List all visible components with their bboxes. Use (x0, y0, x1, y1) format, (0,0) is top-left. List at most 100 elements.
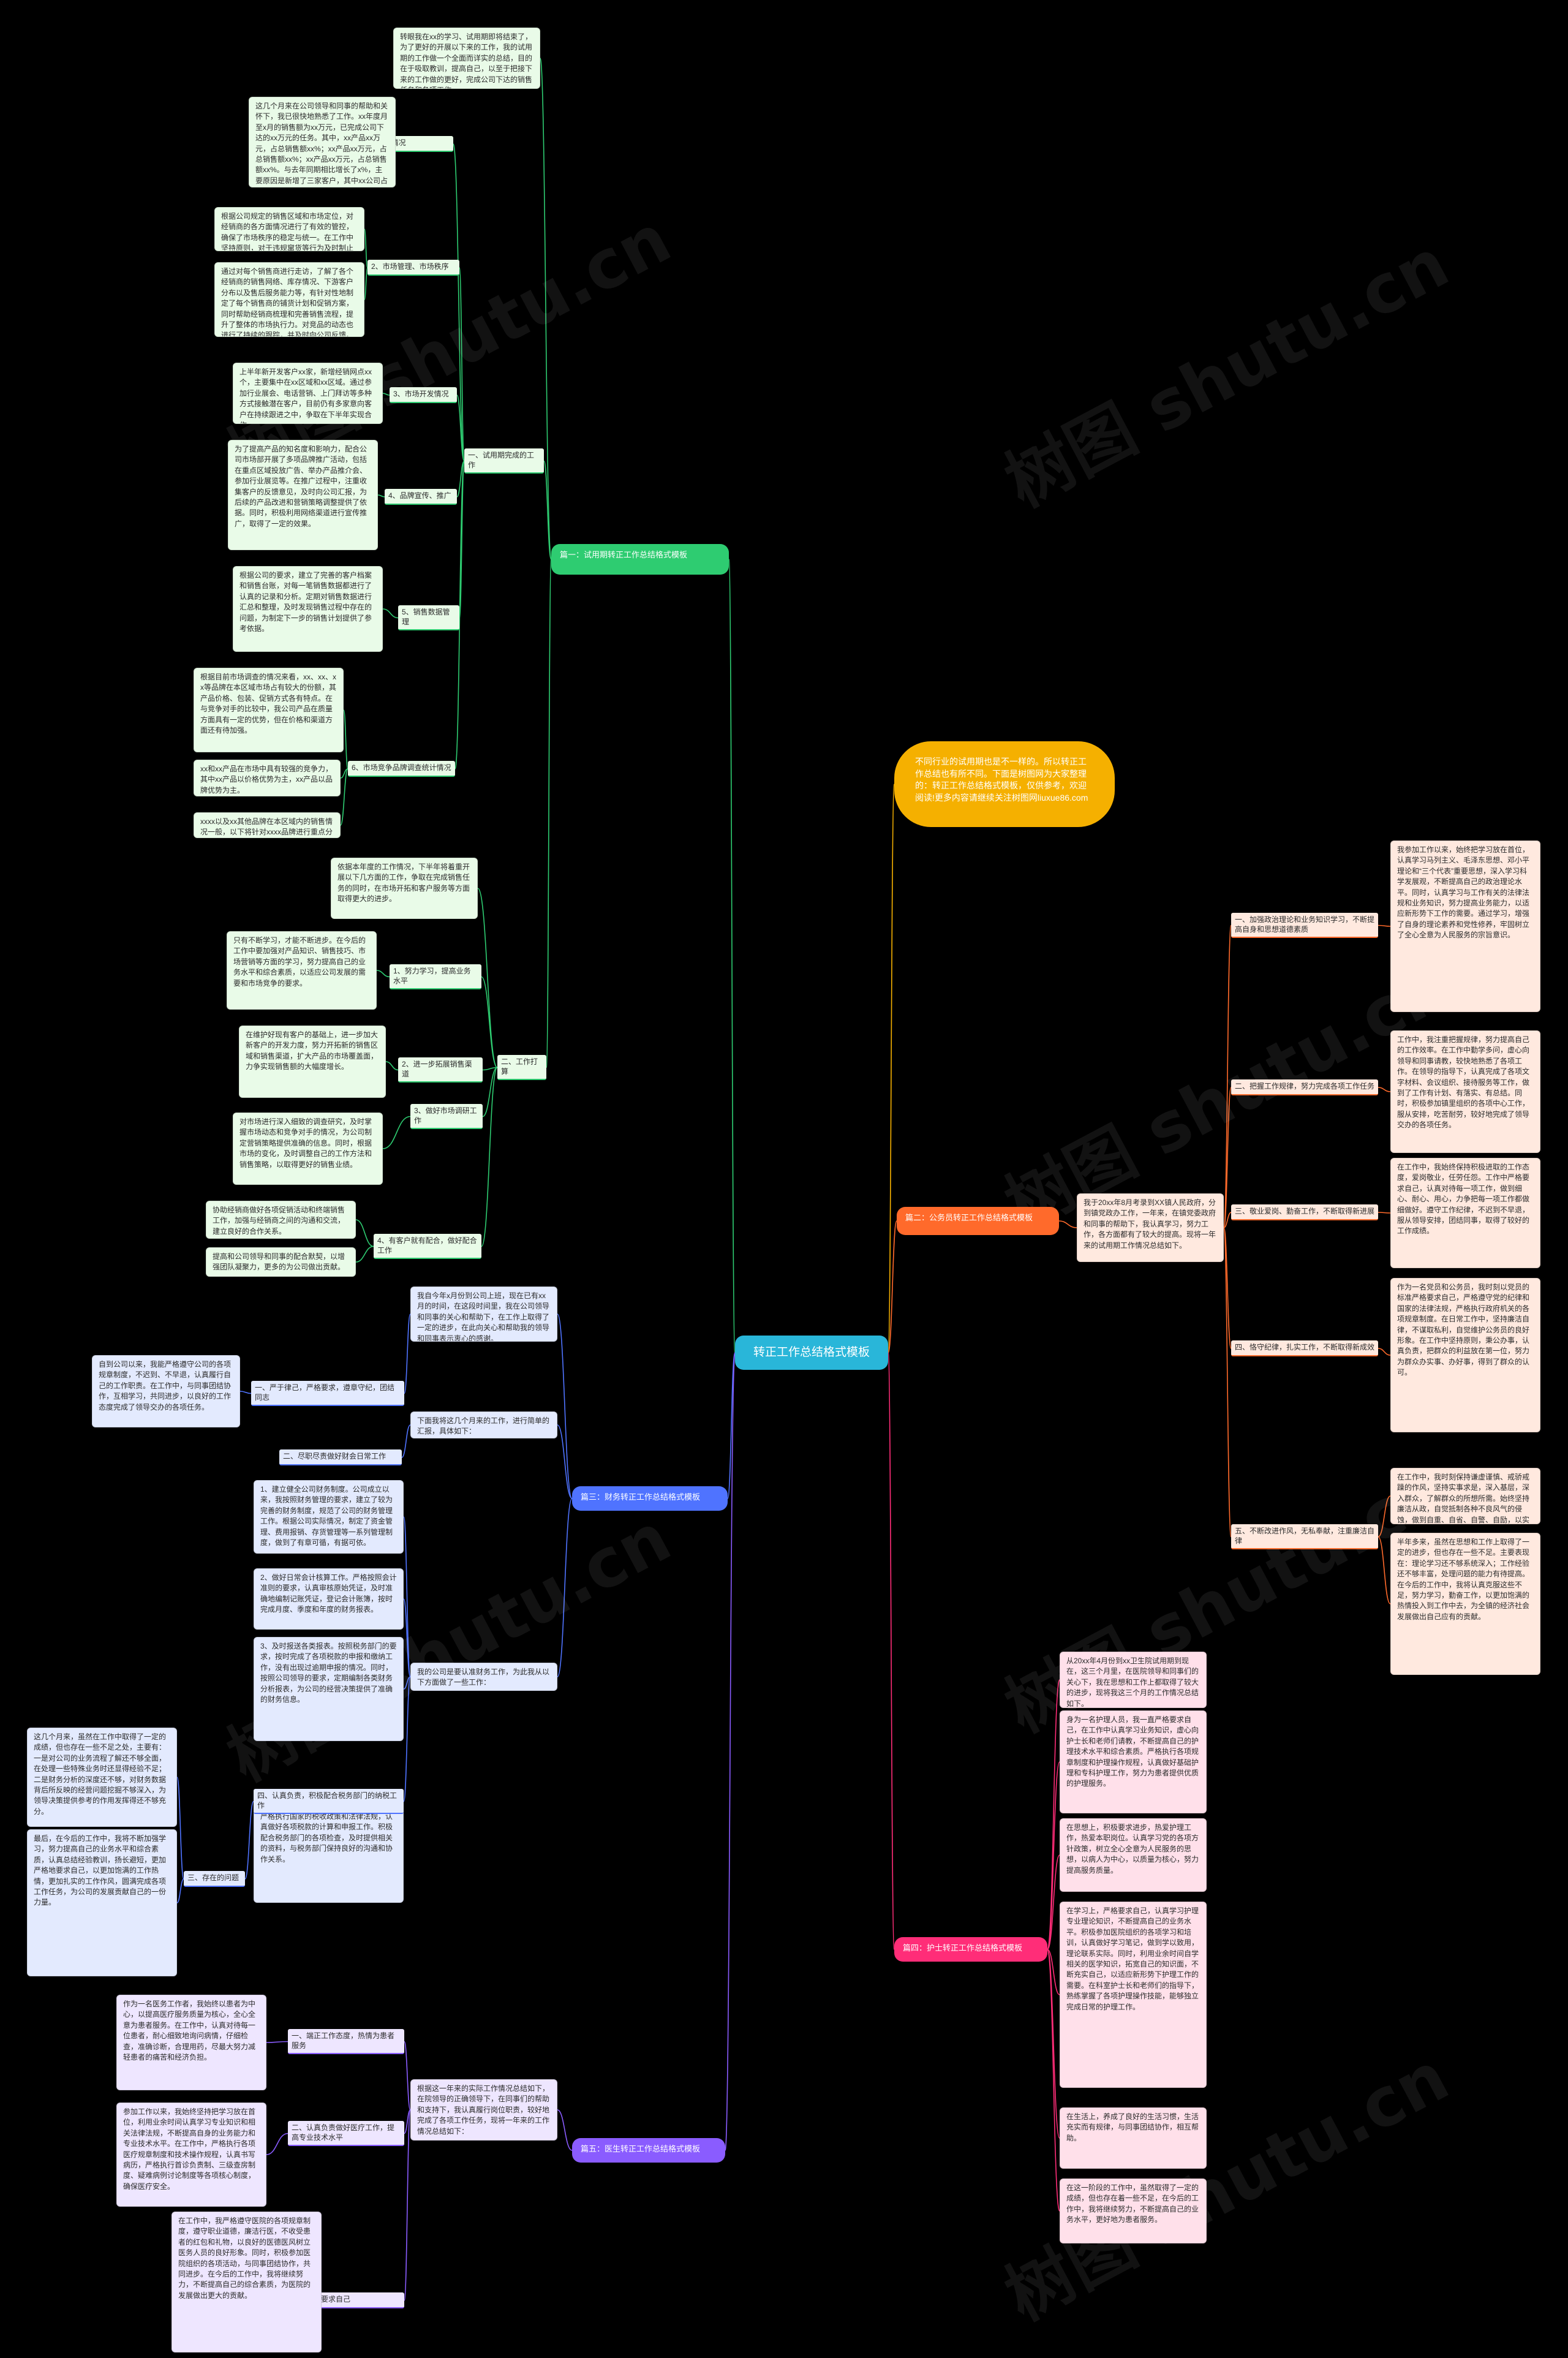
b3-leaf-problems-b: 最后，在今后的工作中，我将不断加强学习，努力提高自己的业务水平和综合素质，认真总… (27, 1829, 177, 1976)
b1-sub-channels[interactable]: 2、进一步拓展销售渠道 (398, 1057, 483, 1083)
intro-callout: 不同行业的试用期也是不一样的。所以转正工作总结也有所不同。下面是树图网为大家整理… (894, 741, 1115, 827)
b2-sub-dedication[interactable]: 三、敬业爱岗、勤奋工作，不断取得新进展 (1231, 1204, 1378, 1220)
b3-intro-leaf: 我自今年x月份到公司上班，现在已有xx月的时间，在这段时间里，我在公司领导和同事… (410, 1287, 557, 1342)
connector-b2-sub-study-to-b2-leaf-study (1378, 924, 1391, 927)
connector-b2-sub-discipline-to-b2-leaf-discipline (1378, 1348, 1391, 1356)
connector-branch-1-title-to-b1-mid-plans (546, 559, 552, 1068)
b1-sub-cooperation[interactable]: 4、有客户就有配合，做好配合工作 (374, 1234, 481, 1260)
b2-leaf-integrity-a: 在工作中，我时刻保持谦虚谨慎、戒骄戒躁的作风，坚持实事求是，深入基层，深入群众，… (1390, 1468, 1540, 1524)
b3-leaf-reports: 3、及时报送各类报表。按照税务部门的要求，按时完成了各项税款的申报和缴纳工作，没… (254, 1637, 404, 1741)
connector-b1-sub-market-mgmt-to-b1-leaf-market-mgmt-b (364, 267, 368, 300)
connector-b3-tail-leaf-to-b3-leaf-finance-system (403, 1516, 411, 1677)
connector-b1-sub-research-to-b1-leaf-research (382, 1116, 411, 1149)
b1-leaf-sales: 这几个月来在公司领导和同事的帮助和关怀下，我已很快地熟悉了工作。xx年度月至x月… (249, 97, 396, 187)
b1-sub-sales-data[interactable]: 5、销售数据管理 (398, 605, 459, 631)
b3-leaf-finance-system: 1、建立健全公司财务制度。公司成立以来，我按照财务管理的要求，建立了较为完善的财… (254, 1480, 404, 1554)
b4-leaf-practice: 身为一名护理人员，我一直严格要求自己，在工作中认真学习业务知识，虚心向护士长和老… (1060, 1710, 1207, 1813)
b1-sub-competitor[interactable]: 6、市场竞争品牌调查统计情况 (348, 761, 455, 777)
b1-sub-study[interactable]: 1、努力学习，提高业务水平 (390, 964, 481, 990)
b2-intro-leaf: 我于20xx年8月考录到XX镇人民政府，分到镇党政办工作，一年来，在镇党委政府和… (1077, 1193, 1224, 1262)
branch-2-title[interactable]: 篇二：公务员转正工作总结格式模板 (897, 1207, 1059, 1235)
b3-sub-daily-work[interactable]: 二、尽职尽责做好财会日常工作 (279, 1449, 402, 1465)
b3-sub-tax[interactable]: 四、认真负责，积极配合税务部门的纳税工作 (254, 1789, 404, 1815)
b1-mid-completed-work[interactable]: 一、试用期完成的工作 (464, 448, 544, 474)
b5-sub-skill[interactable]: 二、认真负责做好医疗工作，提高专业技术水平 (288, 2121, 404, 2147)
connector-branch-1-title-to-b1-mid-completed-work (543, 460, 552, 560)
connector-branch-4-title-to-b4-leaf-practice (1047, 1761, 1060, 1950)
b3-leaf-mid-report: 下面我将这几个月来的工作，进行简单的汇报，具体如下： (410, 1411, 557, 1438)
connector-b1-mid-completed-work-to-b1-sub-brand (456, 460, 465, 497)
b2-leaf-study: 我参加工作以来，始终把学习放在首位，认真学习马列主义、毛泽东思想、邓小平理论和“… (1390, 841, 1540, 1012)
b5-leaf-self-discipline: 在工作中，我严格遵守医院的各项规章制度，遵守职业道德，廉洁行医，不收受患者的红包… (172, 2212, 322, 2352)
b4-leaf-summary: 在这一阶段的工作中，虽然取得了一定的成绩，但也存在着一些不足，在今后的工作中，我… (1060, 2179, 1207, 2243)
connector-b1-sub-brand-to-b1-leaf-brand (377, 494, 385, 497)
b5-intro-leaf: 根据这一年来的实际工作情况总结如下，在院领导的正确领导下，在同事们的帮助和支持下… (410, 2079, 557, 2141)
b1-leaf-research: 对市场进行深入细致的调查研究，及时掌握市场动态和竞争对手的情况，为公司制定营销策… (233, 1113, 383, 1185)
b1-leaf-cooperation-a: 协助经销商做好各项促销活动和终端销售工作，加强与经销商之间的沟通和交流，建立良好… (206, 1201, 356, 1239)
b1-leaf-market-mgmt-b: 通过对每个销售商进行走访，了解了各个经销商的销售网络、库存情况、下游客户分布以及… (214, 262, 364, 337)
b1-leaf-market-dev: 上半年新开发客户xx家，新增经销网点xx个，主要集中在xx区域和xx区域。通过参… (233, 363, 383, 424)
b2-sub-discipline[interactable]: 四、恪守纪律，扎实工作，不断取得新成效 (1231, 1340, 1378, 1356)
connector-root-node-to-branch-2-title (888, 1220, 897, 1353)
branch-4-title[interactable]: 篇四：护士转正工作总结格式模板 (894, 1937, 1047, 1962)
connector-b5-intro-leaf-to-b5-sub-self-discipline (404, 2109, 411, 2301)
b1-sub-brand[interactable]: 4、品牌宣传、推广 (385, 489, 457, 505)
b5-sub-attitude[interactable]: 一、端正工作态度，热情为患者服务 (288, 2029, 404, 2055)
connector-b1-mid-completed-work-to-b1-sub-sales (453, 143, 465, 462)
b2-sub-work-rules[interactable]: 二、把握工作规律，努力完成各项工作任务 (1231, 1079, 1378, 1095)
b5-leaf-attitude: 作为一名医务工作者，我始终以患者为中心，以提高医疗服务质量为核心，全心全意为患者… (116, 1995, 266, 2090)
b1-leaf-plans-intro: 依据本年度的工作情况，下半年将着重开展以下几方面的工作，争取在完成销售任务的同时… (331, 858, 478, 919)
b1-sub-market-mgmt[interactable]: 2、市场管理、市场秩序 (368, 260, 459, 276)
connector-b2-intro-leaf-to-b2-sub-dedication (1223, 1212, 1232, 1228)
b1-sub-research[interactable]: 3、做好市场调研工作 (410, 1104, 483, 1130)
connector-branch-4-title-to-b4-leaf-life (1047, 1949, 1060, 2139)
connector-b5-sub-skill-to-b5-leaf-skill (266, 2133, 288, 2155)
b2-leaf-dedication: 在工作中，我始终保持积极进取的工作态度，爱岗敬业，任劳任怨。工作中严格要求自己，… (1390, 1158, 1540, 1268)
b1-intro-leaf: 转眼我在xx的学习、试用期即将结束了，为了更好的开展以下来的工作，我的试用期的工… (393, 28, 540, 89)
b3-leaf-tax: 严格执行国家的税收政策和法律法规，认真做好各项税款的计算和申报工作。积极配合税务… (254, 1807, 404, 1903)
b1-leaf-competitor-a: 根据目前市场调查的情况来看，xx、xx、xx等品牌在本区域市场占有较大的份额，其… (194, 668, 344, 752)
b2-leaf-integrity-b: 半年多来，虽然在思想和工作上取得了一定的进步，但也存在一些不足。主要表现在：理论… (1390, 1533, 1540, 1675)
b1-leaf-market-mgmt-a: 根据公司规定的销售区域和市场定位，对经销商的各方面情况进行了有效的管控，确保了市… (214, 207, 364, 251)
connector-b2-intro-leaf-to-b2-sub-discipline (1223, 1227, 1232, 1349)
b2-sub-integrity[interactable]: 五、不断改进作风，无私奉献，注重廉洁自律 (1231, 1524, 1378, 1550)
connector-b3-sub-problems-to-b3-leaf-problems-b (176, 1878, 184, 1903)
connector-root-node-to-branch-5-title (725, 1352, 736, 2151)
connector-branch-3-title-to-b3-tail-leaf (557, 1498, 573, 1677)
b4-leaf-thought: 在思想上，积极要求进步，热爱护理工作，热爱本职岗位。认真学习党的各项方针政策，树… (1060, 1818, 1207, 1892)
connector-b5-intro-leaf-to-b5-sub-skill (404, 2109, 411, 2134)
b3-sub-problems[interactable]: 三、存在的问题 (184, 1871, 245, 1887)
b1-leaf-cooperation-b: 提高和公司领导和同事的配合默契，以增强团队凝聚力，更多的为公司做出贡献。 (206, 1247, 356, 1277)
b3-sub-discipline[interactable]: 一、严于律己，严格要求，遵章守纪，团结同志 (251, 1381, 404, 1407)
branch-3-title[interactable]: 篇三：财务转正工作总结格式模板 (572, 1486, 728, 1511)
b1-sub-market-dev[interactable]: 3、市场开发情况 (390, 387, 457, 403)
connector-b2-sub-integrity-to-b2-leaf-integrity-b (1378, 1536, 1391, 1604)
connector-b3-sub-discipline-to-b3-leaf-discipline (239, 1391, 252, 1394)
b1-mid-plans[interactable]: 二、工作打算 (497, 1055, 546, 1081)
b2-sub-study[interactable]: 一、加强政治理论和业务知识学习，不断提高自身和思想道德素质 (1231, 913, 1378, 939)
connector-b1-sub-competitor-to-b1-leaf-competitor-c (340, 768, 349, 826)
branch-5-title[interactable]: 篇五：医生转正工作总结格式模板 (572, 2138, 725, 2163)
connector-b2-sub-dedication-to-b2-leaf-dedication (1378, 1212, 1391, 1214)
root-node[interactable]: 转正工作总结格式模板 (735, 1336, 888, 1370)
connector-b2-intro-leaf-to-b2-sub-integrity (1223, 1227, 1232, 1538)
b3-leaf-problems-a: 这几个月来，虽然在工作中取得了一定的成绩，但也存在一些不足之处，主要有：一是对公… (27, 1728, 177, 1827)
connector-branch-3-title-to-b3-intro-leaf (557, 1313, 573, 1499)
connector-b3-tail-leaf-to-b3-sub-tax (403, 1676, 411, 1802)
b3-leaf-accounting: 2、做好日常会计核算工作。严格按照会计准则的要求，认真审核原始凭证，及时准确地编… (254, 1568, 404, 1630)
b1-leaf-brand: 为了提高产品的知名度和影响力，配合公司市场部开展了多项品牌推广活动，包括在重点区… (228, 440, 378, 550)
b3-tail-leaf: 我的公司是要认准财务工作，为此我从以下方面做了一些工作： (410, 1663, 557, 1691)
connector-branch-4-title-to-b4-leaf-thought (1047, 1854, 1060, 1950)
connector-b1-sub-cooperation-to-b1-leaf-cooperation-b (355, 1245, 374, 1263)
branch-1-title[interactable]: 篇一：试用期转正工作总结格式模板 (551, 544, 729, 575)
connector-b1-mid-completed-work-to-b1-sub-market-dev (456, 395, 465, 462)
connector-b1-mid-completed-work-to-b1-sub-market-mgmt (459, 267, 465, 462)
connector-b3-tail-leaf-to-b3-leaf-accounting (403, 1598, 411, 1677)
b4-leaf-life: 在生活上，养成了良好的生活习惯，生活充实而有规律，与同事团结协作，相互帮助。 (1060, 2107, 1207, 2169)
connector-root-node-to-branch-1-title (728, 559, 736, 1353)
connector-b3-sub-problems-to-b3-leaf-problems-a (176, 1777, 184, 1880)
connector-b1-mid-plans-to-b1-sub-research (482, 1067, 498, 1117)
connector-b3-intro-leaf-to-b3-sub-discipline (404, 1313, 411, 1394)
b3-leaf-discipline: 自到公司以来，我能严格遵守公司的各项规章制度，不迟到、不早退，认真履行自己的工作… (92, 1355, 240, 1427)
